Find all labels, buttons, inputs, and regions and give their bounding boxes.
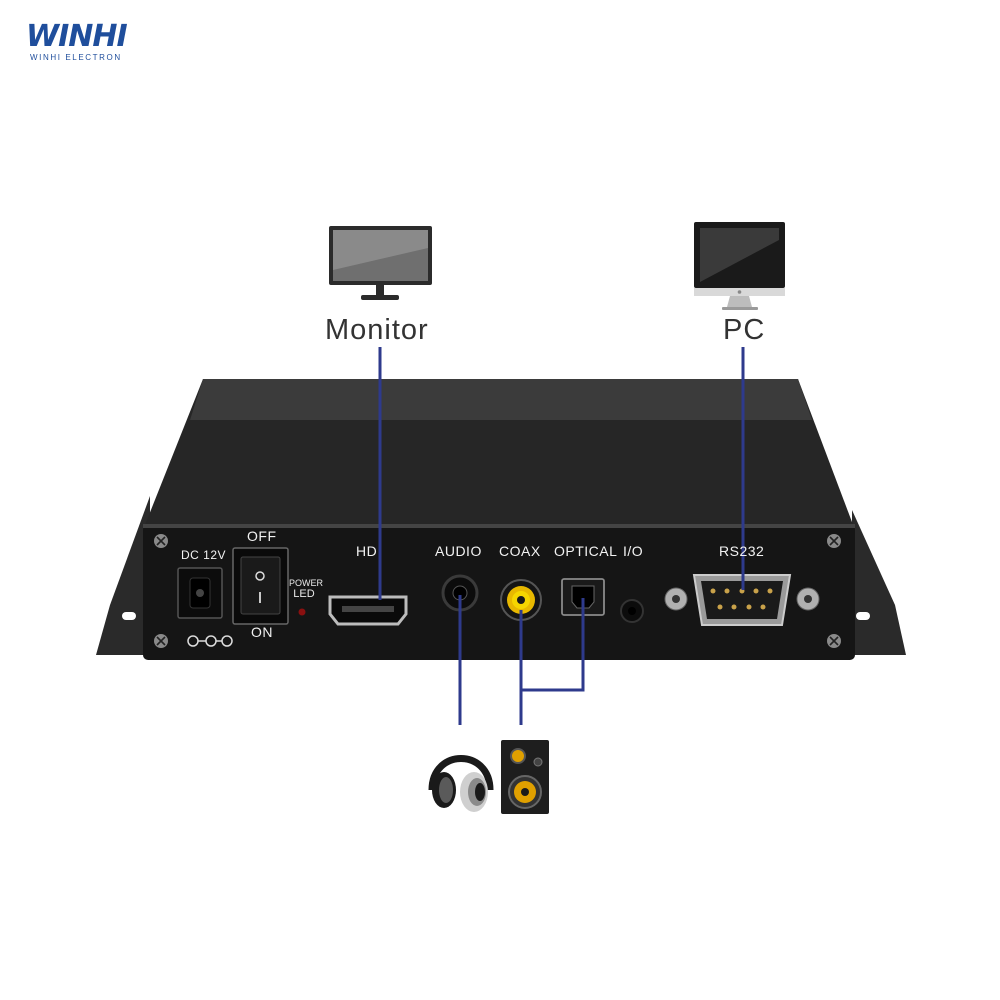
led-label: LED	[293, 588, 315, 600]
power-led-label: POWER LED	[289, 578, 324, 600]
io-jack	[620, 599, 644, 623]
power-switch	[232, 547, 289, 625]
hdmi-port	[328, 595, 408, 626]
device-box	[96, 379, 906, 660]
rs232-port	[664, 574, 820, 626]
brand-tagline: WINHI ELECTRON	[30, 53, 122, 62]
monitor-icon	[329, 226, 432, 300]
dc-label: DC 12V	[181, 548, 227, 562]
power-label: POWER	[289, 578, 324, 588]
pc-icon	[694, 222, 785, 310]
headphones-icon	[428, 755, 494, 812]
brand-logo: WINHI	[26, 19, 128, 54]
switch-off-label: OFF	[247, 528, 277, 544]
connection-lines	[378, 347, 745, 725]
line-optical-speaker	[521, 598, 585, 692]
optical-label: OPTICAL	[554, 543, 618, 559]
power-led	[298, 608, 306, 616]
dc-jack	[177, 567, 233, 647]
pc-label: PC	[723, 314, 766, 346]
switch-on-label: ON	[251, 624, 273, 640]
audio-label: AUDIO	[435, 543, 482, 559]
speaker-icon	[501, 740, 549, 814]
io-label: I/O	[623, 543, 644, 559]
hd-label: HD	[356, 543, 378, 559]
coax-label: COAX	[499, 543, 541, 559]
monitor-label: Monitor	[325, 314, 429, 346]
rs232-label: RS232	[719, 543, 765, 559]
coax-port	[500, 579, 542, 621]
